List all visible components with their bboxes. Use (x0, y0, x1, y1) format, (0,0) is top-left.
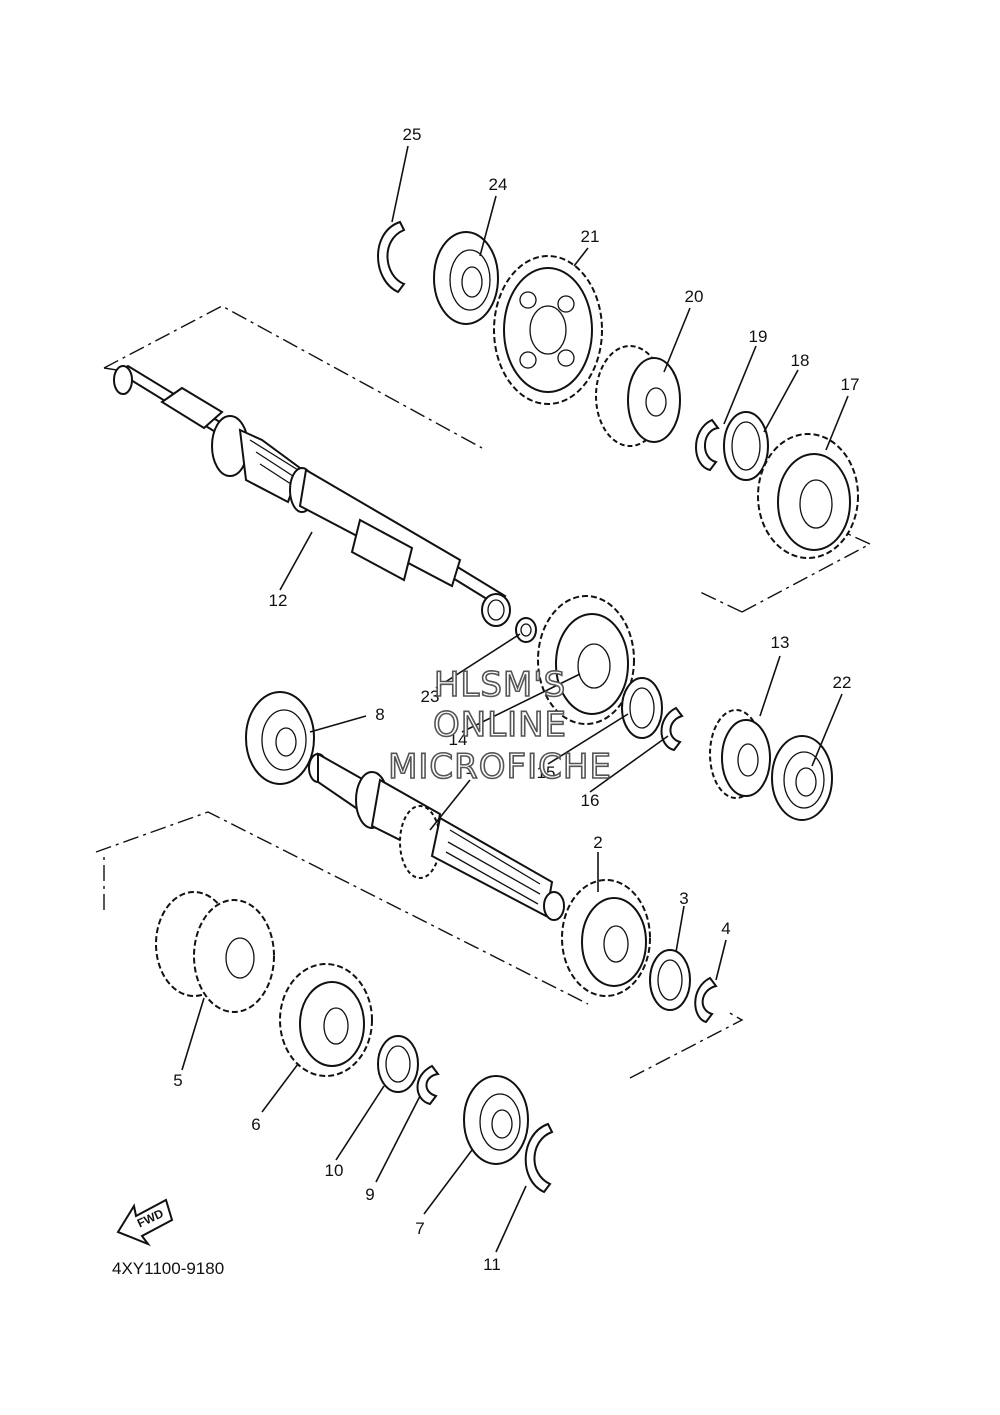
watermark-line-1: HLSM'S (434, 665, 566, 705)
gear-17 (757, 433, 859, 559)
upper-boundary-right (699, 591, 743, 613)
gear-5 (155, 891, 275, 1013)
gear-2 (561, 879, 651, 997)
callout-24: 24 (489, 175, 508, 194)
collar-23 (515, 617, 537, 643)
circlip-9 (416, 1064, 440, 1106)
bearing-8 (245, 691, 315, 785)
callout-19: 19 (749, 327, 768, 346)
gear-13 (709, 709, 771, 799)
circlip-4 (694, 976, 718, 1024)
bearing-22 (771, 735, 833, 821)
watermark-line-3: MICROFICHE (388, 747, 612, 787)
lower-assembly-boundary (95, 811, 589, 1005)
callout-18: 18 (791, 351, 810, 370)
callout-17: 17 (841, 375, 860, 394)
circlip-11 (524, 1122, 554, 1194)
callout-6: 6 (251, 1115, 260, 1134)
callout-2: 2 (593, 833, 602, 852)
fwd-arrow-icon: FWD (116, 1198, 174, 1247)
gear-6 (279, 963, 373, 1077)
callout-15: 15 (537, 763, 556, 782)
callout-3: 3 (679, 889, 688, 908)
washer-18 (723, 411, 769, 481)
watermark-line-2: ONLINE (433, 705, 567, 745)
callout-12: 12 (269, 591, 288, 610)
callout-10: 10 (325, 1161, 344, 1180)
leader-lines (181, 145, 849, 1253)
gear-20 (595, 345, 681, 447)
watermark: HLSM'S ONLINE MICROFICHE (387, 664, 612, 788)
upper-assembly-boundary (103, 305, 483, 449)
bearing-24 (433, 231, 499, 325)
callout-23: 23 (421, 687, 440, 706)
callout-4: 4 (721, 919, 730, 938)
callout-11: 11 (483, 1255, 501, 1274)
main-axle-12 (113, 364, 511, 627)
callout-7: 7 (415, 1219, 424, 1238)
callout-8: 8 (375, 705, 384, 724)
callout-13: 13 (771, 633, 790, 652)
callout-1: 1 (465, 759, 474, 778)
diagram-code: 4XY1100-9180 (112, 1259, 224, 1278)
lower-assembly-boundary-bottom (629, 1011, 744, 1079)
callout-labels: 25 24 21 20 19 18 17 12 23 14 13 22 8 15… (173, 125, 859, 1274)
gear-21 (493, 255, 603, 405)
washer-15 (621, 677, 663, 739)
main-axle-1 (308, 752, 565, 921)
callout-21: 21 (581, 227, 600, 246)
washer-10 (377, 1035, 419, 1093)
circlip-19 (695, 418, 720, 472)
callout-20: 20 (685, 287, 704, 306)
callout-16: 16 (581, 791, 600, 810)
gear-14 (537, 595, 635, 725)
circlip-25 (377, 220, 406, 294)
callout-25: 25 (403, 125, 422, 144)
callout-9: 9 (365, 1185, 374, 1204)
circlip-16 (660, 706, 684, 752)
callout-22: 22 (833, 673, 852, 692)
callout-5: 5 (173, 1071, 182, 1090)
callout-14: 14 (449, 730, 468, 749)
bearing-7 (463, 1075, 529, 1165)
washer-3 (649, 949, 691, 1011)
